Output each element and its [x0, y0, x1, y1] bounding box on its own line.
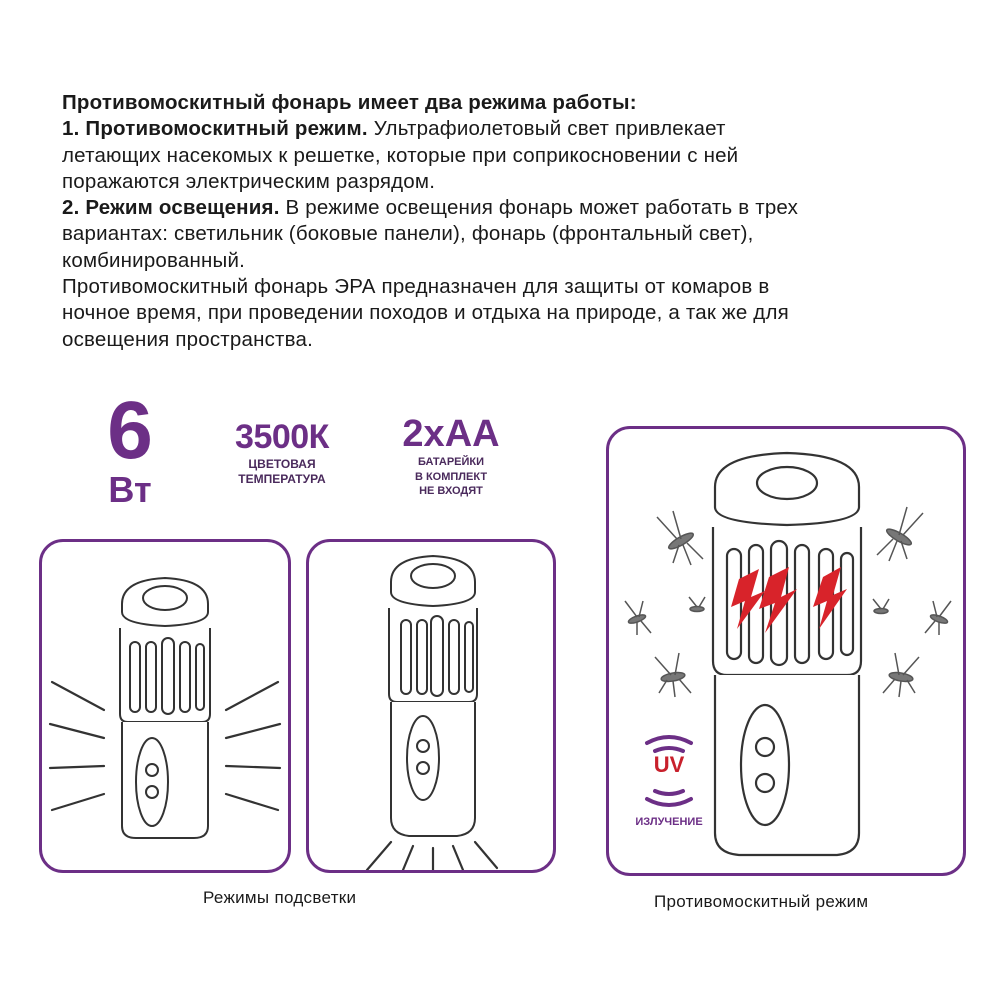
mosquito-mode-caption: Противомоскитный режим	[654, 892, 869, 911]
electric-spark-icons	[731, 567, 847, 633]
front-light-lamp-body	[388, 554, 478, 837]
front-light-panel	[306, 539, 556, 873]
battery-caption-line1: БАТАРЕЙКИ	[417, 456, 485, 468]
purpose-line1: Противомоскитный фонарь ЭРА предназначен…	[62, 275, 770, 299]
front-light-lamp-illustration	[365, 554, 499, 870]
power-value: 6	[107, 385, 153, 476]
purpose-line3: освещения пространства.	[62, 327, 313, 351]
color-temp-caption-line1: ЦВЕТОВАЯ	[248, 457, 316, 471]
side-light-lamp-illustration	[48, 576, 282, 839]
color-temp-value: 3500К	[235, 418, 329, 456]
mosquito-mode-panel: UV ИЗЛУЧЕНИЕ	[606, 426, 966, 876]
description-text: Противомоскитный фонарь имеет два режима…	[62, 90, 942, 353]
uv-caption: ИЗЛУЧЕНИЕ	[635, 816, 703, 828]
battery-caption-line3: НЕ ВХОДЯТ	[419, 485, 483, 497]
front-light-rays	[365, 840, 499, 870]
uv-label: UV	[653, 752, 685, 777]
side-light-lamp-body	[119, 576, 211, 839]
battery-caption-line2: В КОМПЛЕКТ	[414, 470, 488, 483]
power-unit: Вт	[108, 469, 152, 510]
side-light-panel	[39, 539, 291, 873]
mosquito-lamp-illustration	[624, 451, 952, 857]
mosquito-icons	[624, 506, 952, 698]
mode2-title: 2. Режим освещения.	[62, 196, 280, 220]
mode1-text-line3: поражаются электрическим разрядом.	[62, 169, 436, 193]
color-temp-caption-line2: ТЕМПЕРАТУРА	[238, 472, 326, 486]
mode2-text-line1: В режиме освещения фонарь может работать…	[285, 196, 799, 220]
battery-spec: 2хАА БАТАРЕЙКИ В КОМПЛЕКТ НЕ ВХОДЯТ	[392, 414, 510, 498]
description-title: Противомоскитный фонарь имеет два режима…	[62, 91, 637, 114]
side-light-rays	[48, 680, 282, 812]
lighting-modes-caption: Режимы подсветки	[203, 888, 357, 907]
mode2-text-line3: комбинированный.	[62, 248, 246, 272]
power-spec: 6 Вт	[95, 388, 165, 510]
uv-wave-icon	[645, 735, 693, 807]
mode1-text-line1: Ультрафиолетовый свет привлекает	[373, 117, 726, 141]
mode1-title: 1. Противомоскитный режим.	[62, 117, 368, 141]
mosquito-lamp-body	[711, 451, 863, 857]
mode1-text-line2: летающих насекомых к решетке, которые пр…	[62, 143, 739, 167]
purpose-line2: ночное время, при проведении походов и о…	[62, 301, 789, 325]
color-temp-spec: 3500К ЦВЕТОВАЯ ТЕМПЕРАТУРА	[226, 418, 338, 486]
battery-value: 2хАА	[402, 413, 500, 455]
mode2-text-line2: вариантах: светильник (боковые панели), …	[62, 222, 754, 246]
